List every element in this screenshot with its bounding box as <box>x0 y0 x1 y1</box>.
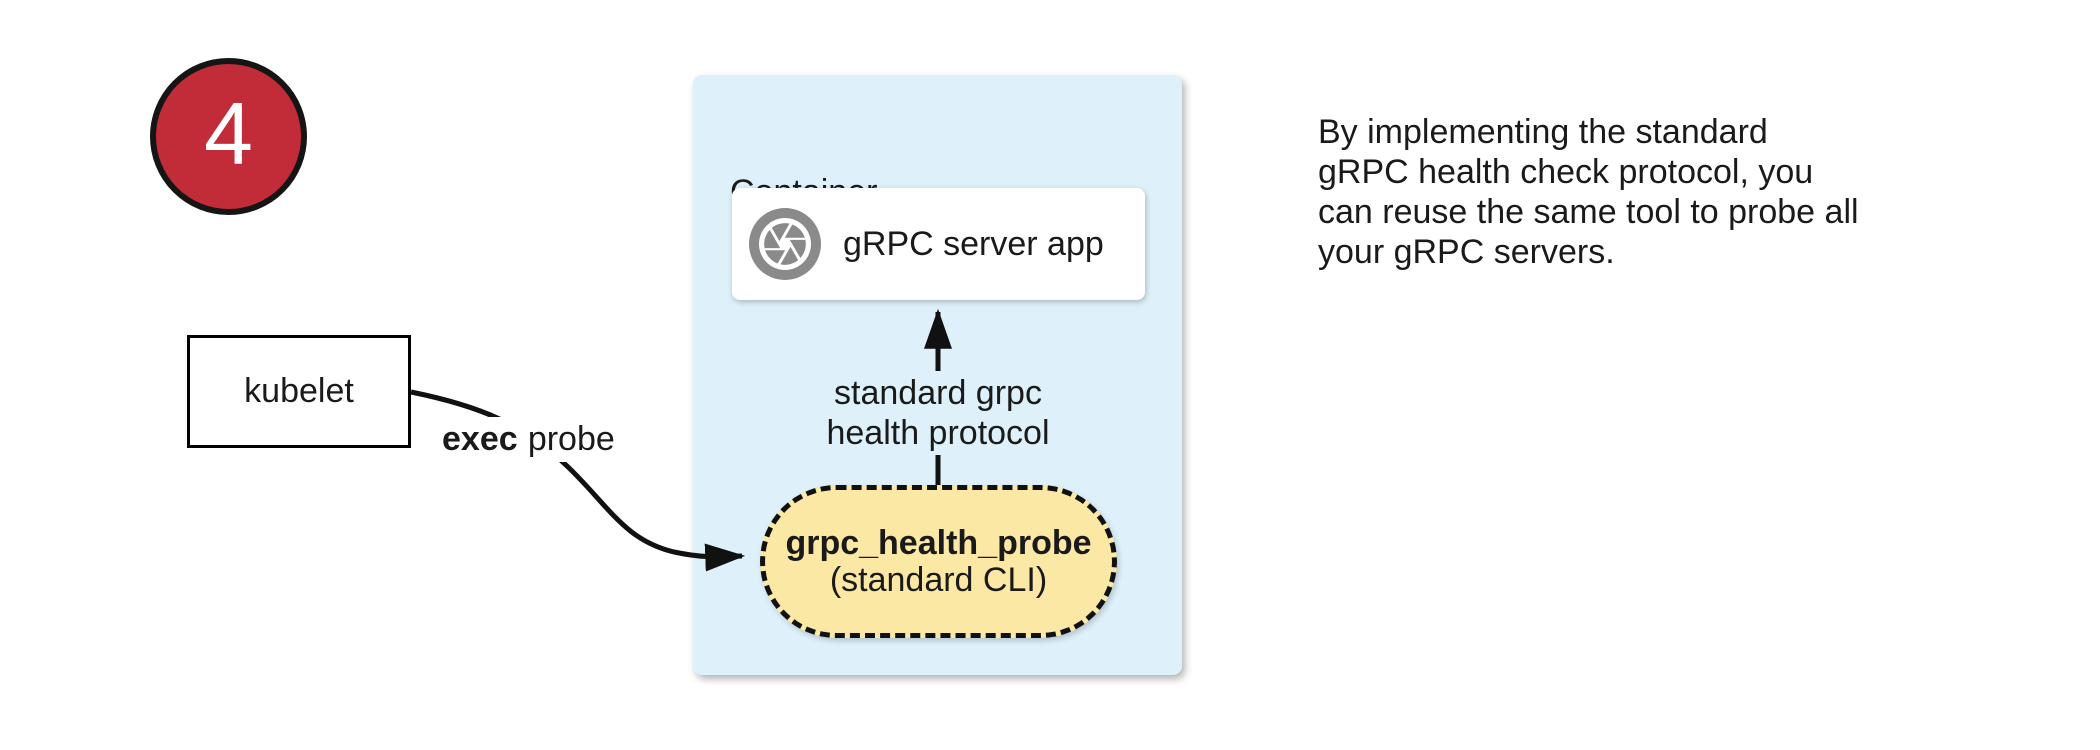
grpc-health-probe-node: grpc_health_probe (standard CLI) <box>760 485 1117 638</box>
exec-probe-label-rest: probe <box>527 420 615 458</box>
kubelet-label: kubelet <box>244 372 354 410</box>
health-protocol-arrow-label: standard grpc health protocol <box>816 371 1060 455</box>
grpc-aperture-icon <box>749 208 821 280</box>
step-number-badge: 4 <box>150 58 307 215</box>
container-group: Container gRPC server app grpc_health_pr… <box>693 75 1182 675</box>
step-number: 4 <box>204 83 253 183</box>
kubelet-node: kubelet <box>187 335 411 448</box>
probe-pill-subtitle: (standard CLI) <box>829 560 1048 599</box>
note-line: your gRPC servers. <box>1318 233 1615 271</box>
note-text: By implementing the standard gRPC health… <box>1318 112 1859 272</box>
grpc-server-node: gRPC server app <box>732 188 1145 300</box>
note-line: can reuse the same tool to probe all <box>1318 193 1859 231</box>
note-line: gRPC health check protocol, you <box>1318 153 1814 191</box>
grpc-server-label: gRPC server app <box>843 224 1104 263</box>
probe-pill-title: grpc_health_probe <box>785 523 1092 562</box>
exec-probe-label-bold: exec <box>442 420 518 458</box>
note-line: By implementing the standard <box>1318 113 1768 151</box>
arrow-label-line2: health protocol <box>826 414 1050 452</box>
arrow-label-line1: standard grpc <box>834 374 1042 412</box>
